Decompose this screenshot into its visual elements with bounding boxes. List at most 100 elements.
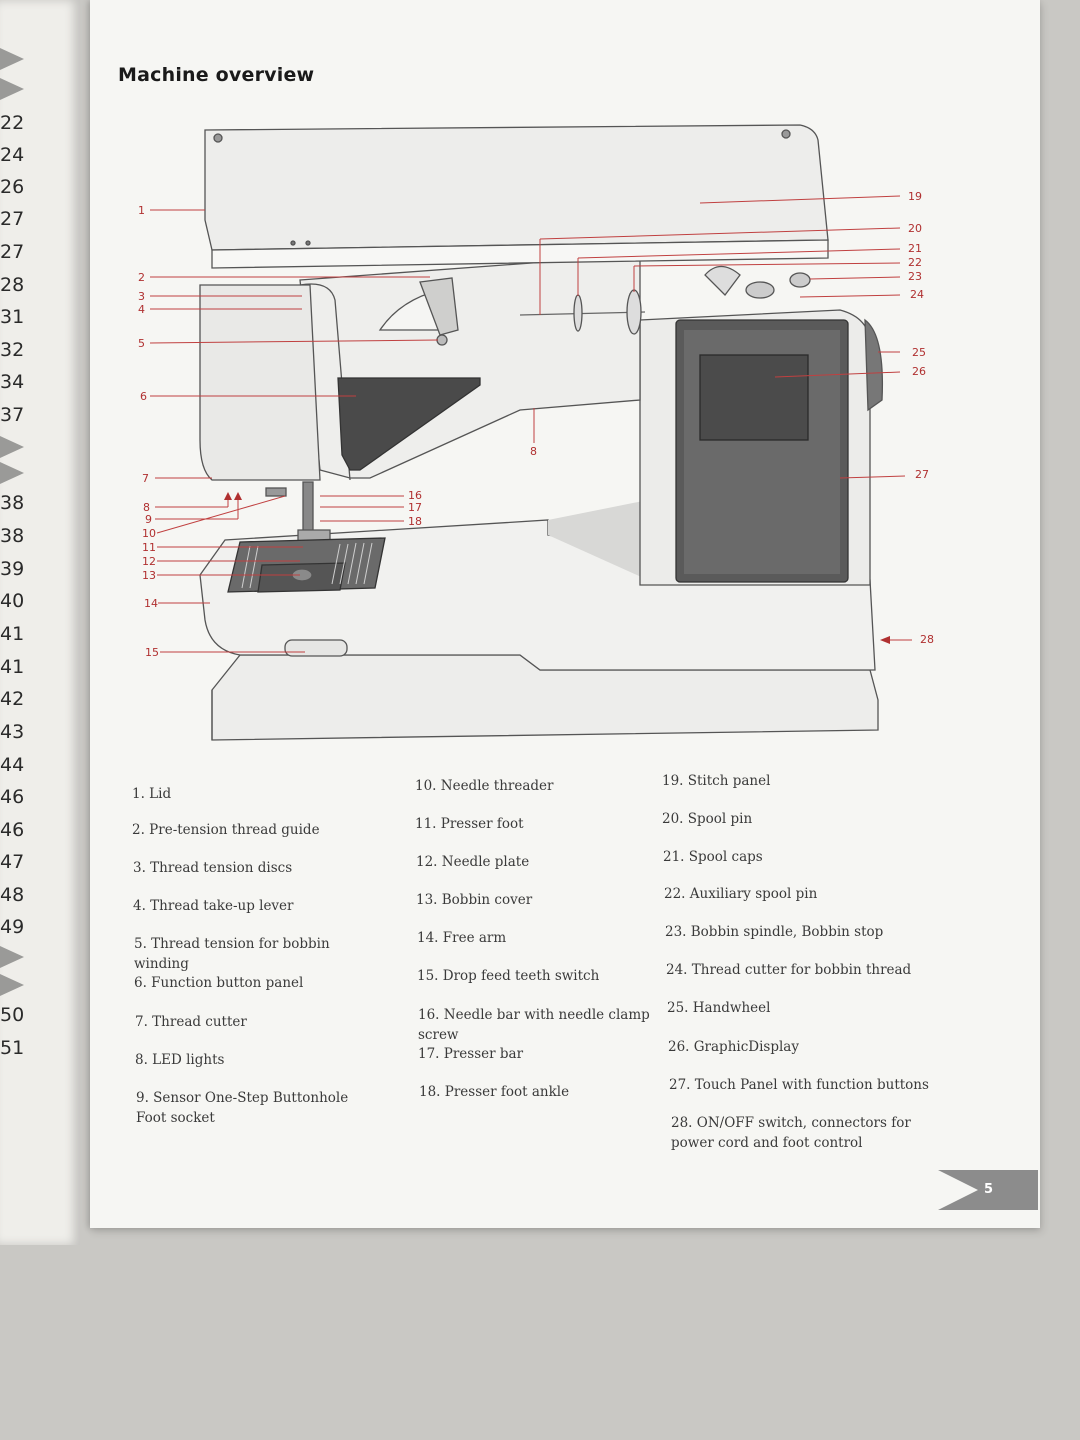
machine-head <box>199 284 321 481</box>
left-page-number: 42 <box>0 688 25 710</box>
left-page-number: 38 <box>0 525 25 547</box>
left-page-number: 46 <box>0 819 25 841</box>
left-page-number: 31 <box>0 306 25 328</box>
callout-number: 27 <box>915 468 929 481</box>
callout-number: 23 <box>908 270 922 283</box>
left-page-tab-marker <box>0 48 24 70</box>
left-page-number: 39 <box>0 558 25 580</box>
parts-list-item: 15. Drop feed teeth switch <box>417 968 600 984</box>
led-arrow-icon <box>224 492 232 500</box>
parts-list-item: 22. Auxiliary spool pin <box>664 886 818 902</box>
led-arrow-icon <box>234 492 242 500</box>
callout-number: 21 <box>908 242 922 255</box>
bobbin-tension-knob <box>436 334 448 346</box>
handwheel <box>864 318 884 412</box>
left-page-number: 40 <box>0 590 25 612</box>
bobbin-winder <box>704 265 741 296</box>
parts-list-item: 3. Thread tension discs <box>133 860 293 876</box>
callout-number: 5 <box>138 337 145 350</box>
callout-number: 11 <box>142 541 156 554</box>
callout-number: 15 <box>145 646 159 659</box>
parts-list-item: 23. Bobbin spindle, Bobbin stop <box>665 924 884 940</box>
left-page-number: 32 <box>0 339 25 361</box>
callout-number: 14 <box>144 597 158 610</box>
parts-list-item: 5. Thread tension for bobbin winding <box>134 936 330 972</box>
callout-number: 1 <box>138 204 145 217</box>
left-page-number: 26 <box>0 176 25 198</box>
callout-number: 8 <box>530 445 537 458</box>
arrow-left-icon <box>880 636 890 644</box>
left-page-tab-marker <box>0 462 24 484</box>
left-page-tab-marker <box>0 974 24 996</box>
parts-list-item: 21. Spool caps <box>663 849 763 865</box>
callout-number: 24 <box>910 288 924 301</box>
callout-number: 19 <box>908 190 922 203</box>
left-page-number: 43 <box>0 721 25 743</box>
callout-number: 26 <box>912 365 926 378</box>
parts-list-item: 9. Sensor One-Step Buttonhole Foot socke… <box>136 1090 349 1126</box>
parts-list-item: 14. Free arm <box>417 930 507 946</box>
parts-list-item: 20. Spool pin <box>662 811 753 827</box>
parts-list-item: 28. ON/OFF switch, connectors for power … <box>671 1115 911 1151</box>
callout-number: 6 <box>140 390 147 403</box>
callout-number: 28 <box>920 633 934 646</box>
callout-number: 12 <box>142 555 156 568</box>
parts-list-item: 2. Pre-tension thread guide <box>132 822 320 838</box>
page-number: 5 <box>984 1182 994 1197</box>
parts-list-item: 18. Presser foot ankle <box>419 1084 570 1100</box>
left-page-number: 27 <box>0 241 25 263</box>
left-page-number: 34 <box>0 371 25 393</box>
parts-list-item: 26. GraphicDisplay <box>668 1039 799 1055</box>
callout-number: 25 <box>912 346 926 359</box>
callout-number: 4 <box>138 303 145 316</box>
parts-list-item: 6. Function button panel <box>134 975 304 991</box>
parts-list-item: 24. Thread cutter for bobbin thread <box>666 962 912 978</box>
page-title: Machine overview <box>118 64 315 86</box>
left-page-number: 28 <box>0 274 25 296</box>
left-page-tab-marker <box>0 78 24 100</box>
left-page-number: 24 <box>0 144 25 166</box>
parts-list-item: 1. Lid <box>132 786 172 802</box>
parts-list-item: 25. Handwheel <box>667 1000 771 1016</box>
parts-list-item: 8. LED lights <box>135 1052 225 1068</box>
left-page-number: 49 <box>0 916 25 938</box>
left-page-number: 27 <box>0 208 25 230</box>
machine-diagram <box>149 124 912 741</box>
left-page-tab-marker <box>0 946 24 968</box>
callout-number: 20 <box>908 222 922 235</box>
callout-number: 16 <box>408 489 422 502</box>
parts-list-item: 4. Thread take-up lever <box>133 898 294 914</box>
parts-list-item: 27. Touch Panel with function buttons <box>669 1077 929 1093</box>
callout-number: 17 <box>408 501 422 514</box>
spool-cap <box>573 294 583 332</box>
left-page-number: 38 <box>0 492 25 514</box>
left-page-number: 22 <box>0 112 25 134</box>
left-page-number: 51 <box>0 1037 25 1059</box>
parts-list-item: 12. Needle plate <box>416 854 530 870</box>
parts-list-item: 17. Presser bar <box>418 1046 524 1062</box>
left-page-edge: 22 24 26 27 27 28 31 32 34 37 38 38 39 4… <box>0 0 80 1245</box>
left-page-number: 50 <box>0 1004 25 1026</box>
left-page-number: 37 <box>0 404 25 426</box>
callout-number: 9 <box>145 513 152 526</box>
left-page-tab-marker <box>0 436 24 458</box>
left-page-number: 46 <box>0 786 25 808</box>
graphic-display <box>699 354 809 441</box>
drop-feed-switch <box>284 639 348 657</box>
callout-number: 13 <box>142 569 156 582</box>
callout-number: 3 <box>138 290 145 303</box>
function-button-panel <box>337 377 481 471</box>
left-page-number: 47 <box>0 851 25 873</box>
callout-number: 10 <box>142 527 156 540</box>
callout-number: 2 <box>138 271 145 284</box>
parts-list-item: 16. Needle bar with needle clamp screw <box>418 1007 650 1043</box>
parts-list-item: 19. Stitch panel <box>662 773 771 789</box>
parts-list-item: 13. Bobbin cover <box>416 892 533 908</box>
callout-number: 8 <box>143 501 150 514</box>
take-up-lever <box>419 277 459 336</box>
left-page-number: 41 <box>0 623 25 645</box>
callout-number: 7 <box>142 472 149 485</box>
parts-list-item: 10. Needle threader <box>415 778 554 794</box>
parts-list-item: 7. Thread cutter <box>135 1014 247 1030</box>
